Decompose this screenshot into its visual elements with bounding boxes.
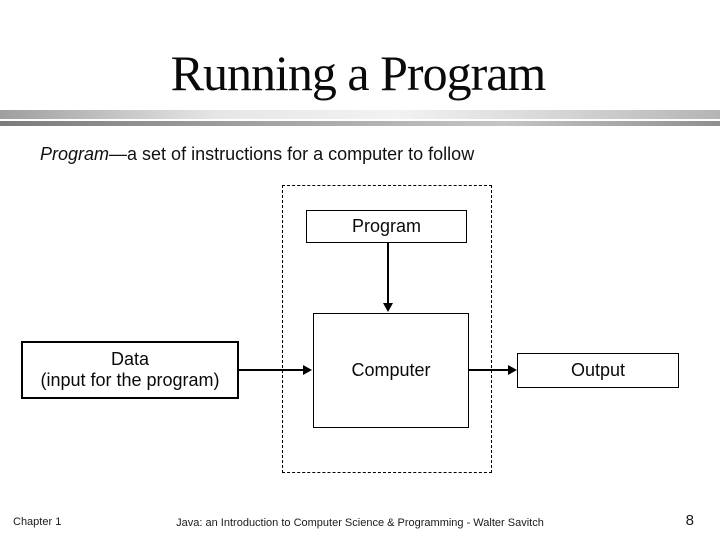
data-box-line2: (input for the program) [40, 370, 220, 390]
dashed-boundary-box [282, 185, 492, 473]
slide-title: Running a Program [170, 45, 547, 101]
computer-box-label: Computer [351, 360, 431, 380]
arrow-program-to-computer-head-icon [383, 303, 393, 312]
footer-book-title: Java: an Introduction to Computer Scienc… [176, 517, 544, 529]
arrow-data-to-computer-head-icon [303, 365, 312, 375]
output-box: Output [517, 353, 679, 388]
subtitle-rest: —a set of instructions for a computer to… [109, 144, 475, 164]
subtitle-emphasis: Program [40, 144, 110, 164]
data-box-label: Data (input for the program) [40, 349, 219, 391]
footer-chapter: Chapter 1 [13, 516, 62, 528]
subtitle-text: Program—a set of instructions for a comp… [40, 143, 474, 165]
title-separator-upper-rule [0, 110, 720, 119]
arrow-computer-to-output-line [468, 369, 509, 371]
footer-page-number: 8 [685, 512, 694, 529]
arrow-computer-to-output-head-icon [508, 365, 517, 375]
arrow-data-to-computer-line [239, 369, 304, 371]
data-box: Data (input for the program) [21, 341, 239, 399]
program-box: Program [306, 210, 467, 243]
computer-box: Computer [313, 313, 469, 428]
arrow-program-to-computer-line [387, 242, 389, 304]
data-box-line1: Data [110, 349, 149, 369]
output-box-label: Output [570, 360, 626, 380]
title-separator-lower-rule [0, 121, 720, 126]
program-box-label: Program [351, 216, 422, 236]
